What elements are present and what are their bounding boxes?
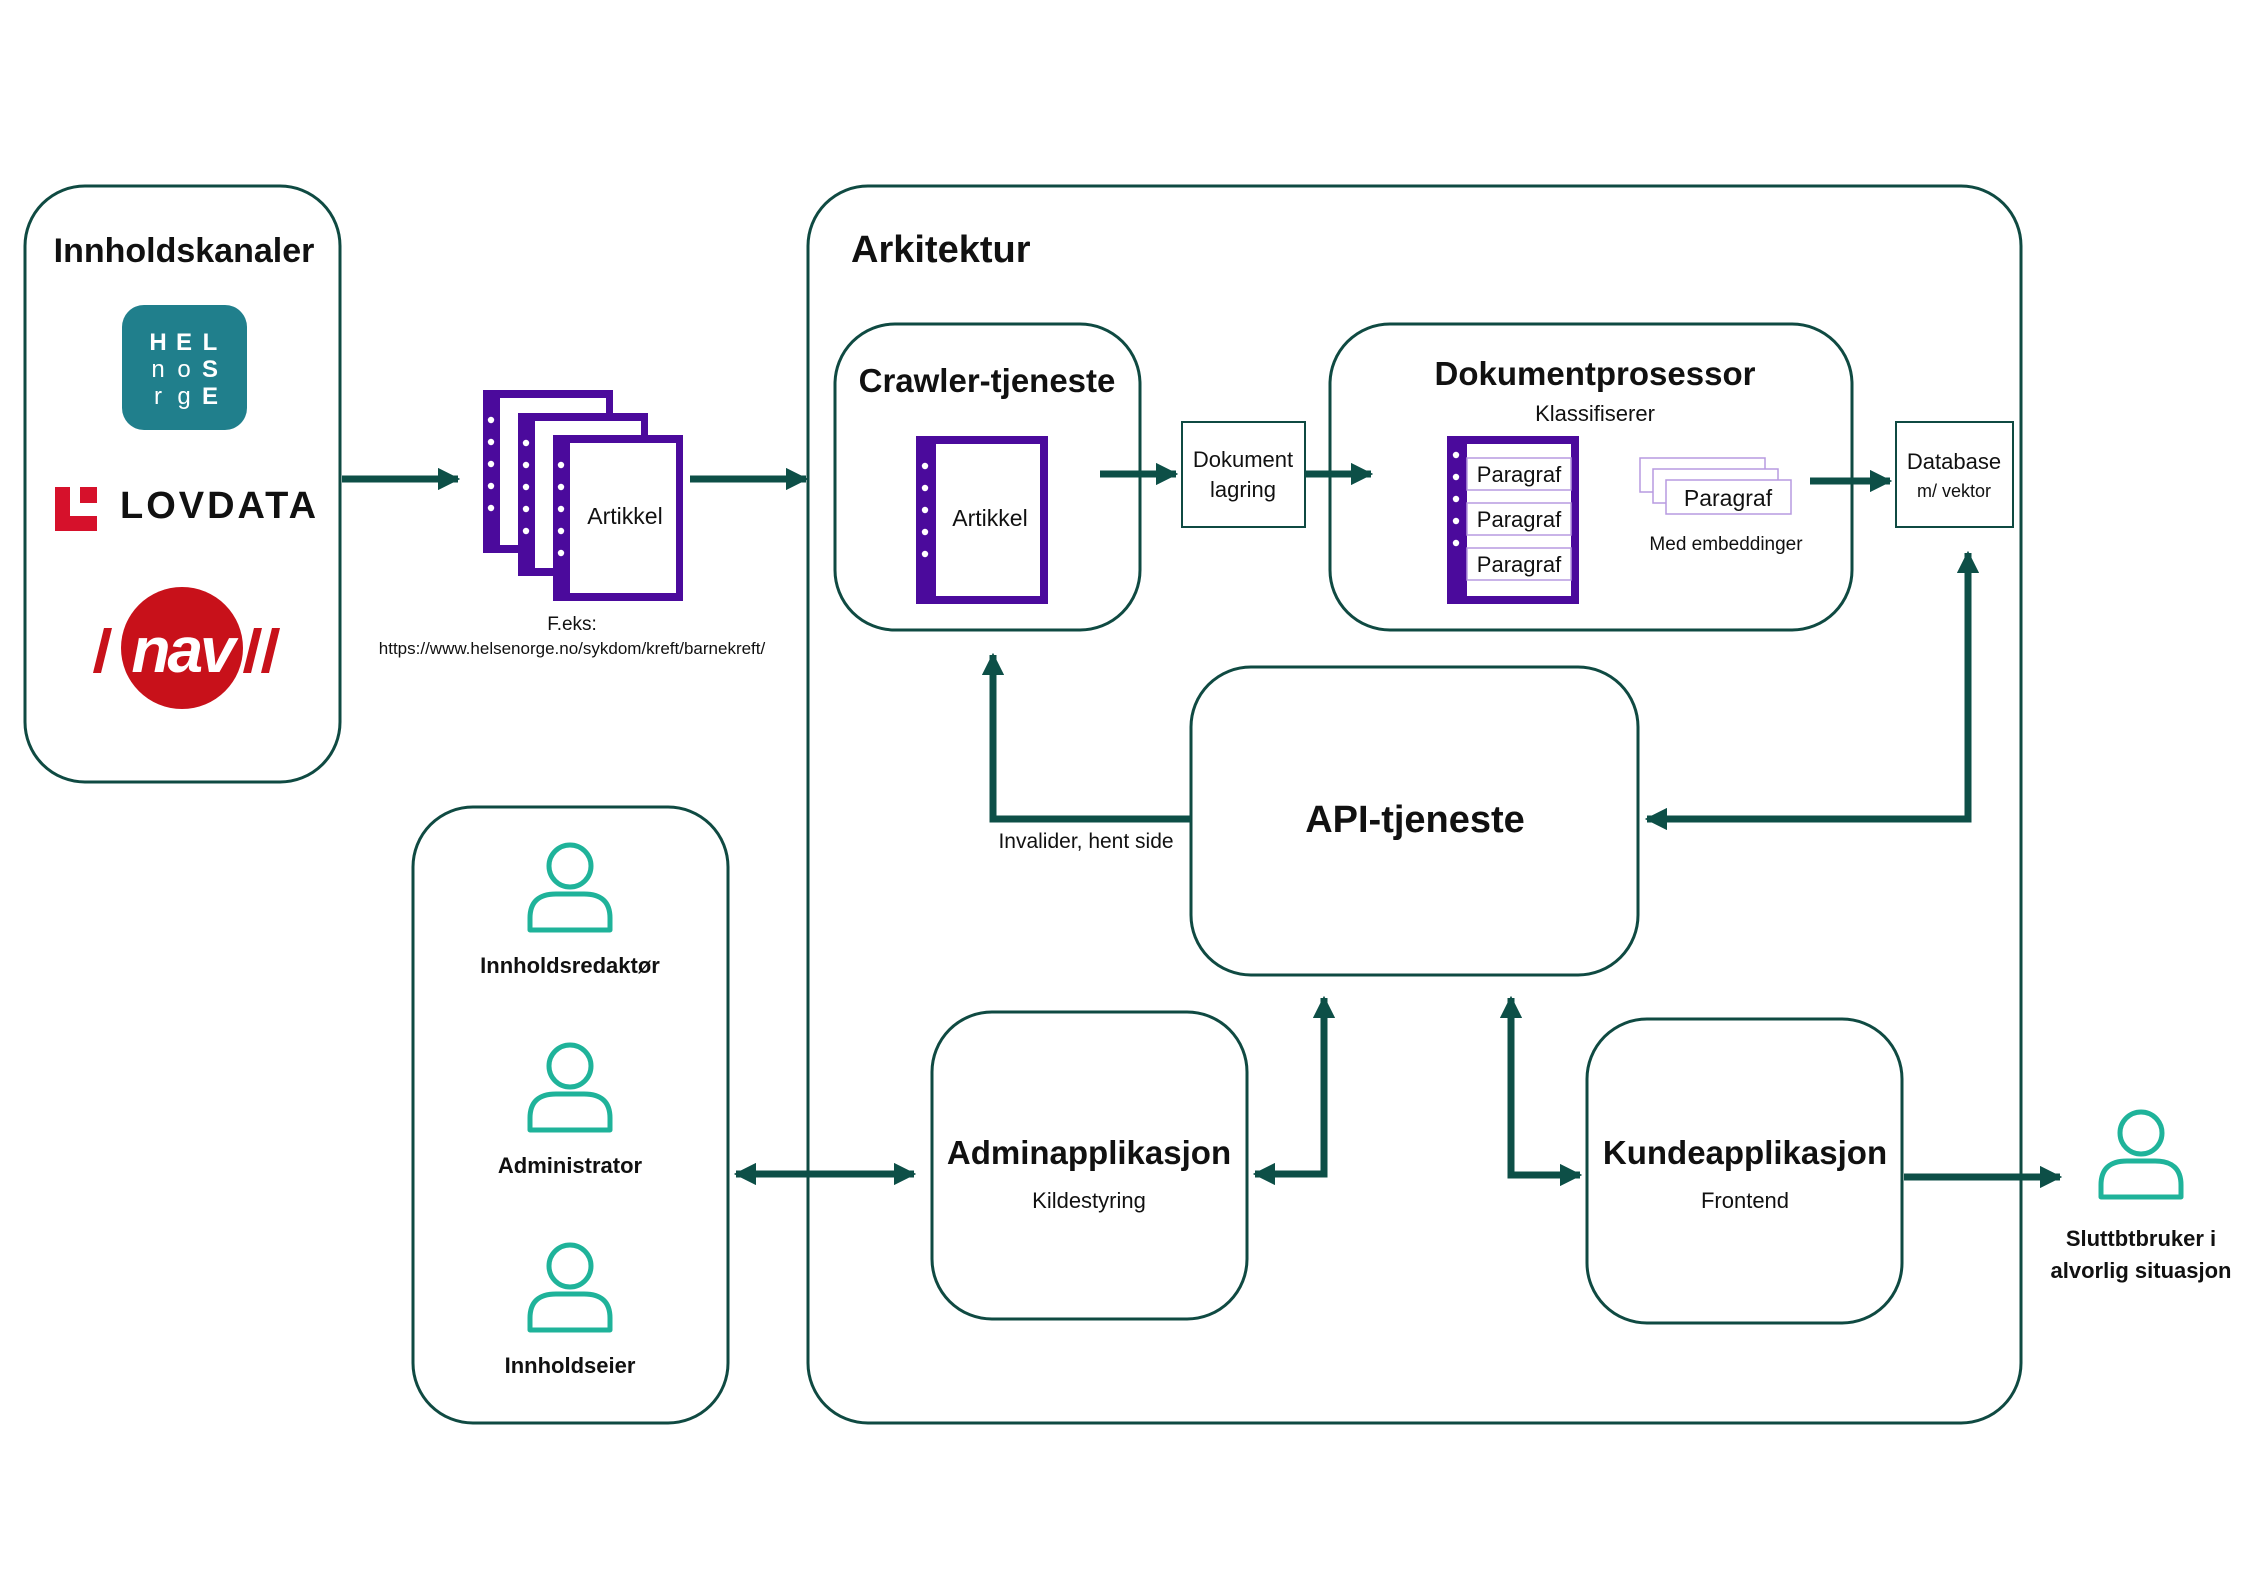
- embedded-paragraph-stack: Paragraf: [1639, 457, 1792, 515]
- processor-subtitle: Klassifiserer: [1535, 401, 1655, 426]
- paragraph-label: Paragraf: [1477, 507, 1562, 532]
- invalidate-label: Invalider, hent side: [998, 830, 1173, 853]
- helsenorge-logo: H E L n o S r g E: [122, 305, 247, 430]
- svg-text:E: E: [176, 329, 192, 356]
- svg-text:n: n: [151, 356, 164, 383]
- svg-text:Database: Database: [1907, 449, 2001, 474]
- svg-text:r: r: [154, 383, 162, 410]
- document-processor: Dokumentprosessor Klassifiserer Paragraf…: [1328, 322, 1854, 632]
- paragraph-label: Paragraf: [1477, 552, 1562, 577]
- svg-text:E: E: [202, 383, 218, 410]
- nav-label: nav: [131, 614, 239, 686]
- svg-text:L: L: [203, 329, 218, 356]
- user-icon: [2101, 1112, 2181, 1197]
- lovdata-logo: LOVDATA: [55, 485, 319, 531]
- customer-app-title: Kundeapplikasjon: [1603, 1134, 1887, 1171]
- channels-title: Innholdskanaler: [54, 232, 315, 270]
- article-stack: Artikkel: [483, 390, 683, 601]
- svg-text:lagring: lagring: [1210, 477, 1276, 502]
- example-url: https://www.helsenorge.no/sykdom/kreft/b…: [379, 639, 766, 658]
- svg-text:o: o: [177, 356, 190, 383]
- customer-app-subtitle: Frontend: [1701, 1188, 1789, 1213]
- arrow-api-to-crawler: [981, 652, 1191, 823]
- svg-text:g: g: [177, 383, 190, 410]
- channels-panel: Innholdskanaler H E L n o S r g E LOVDAT…: [23, 184, 342, 784]
- svg-text:alvorlig situasjon: alvorlig situasjon: [2051, 1258, 2232, 1283]
- svg-text:Dokument: Dokument: [1193, 447, 1293, 472]
- role-label: Innholdsredaktør: [480, 953, 660, 978]
- end-user: Sluttbtbruker i alvorlig situasjon: [2051, 1112, 2232, 1283]
- architecture-title: Arkitektur: [851, 229, 1031, 271]
- embedded-paragraph-label: Paragraf: [1684, 485, 1773, 511]
- role-label: Administrator: [498, 1153, 643, 1178]
- admin-app-subtitle: Kildestyring: [1032, 1188, 1146, 1213]
- article-label: Artikkel: [587, 503, 662, 529]
- crawler-article-doc: Artikkel: [916, 436, 1048, 604]
- lovdata-label: LOVDATA: [120, 485, 319, 527]
- svg-text:m/ vektor: m/ vektor: [1917, 481, 1991, 501]
- arrow-admin-api-bidirectional: [1252, 995, 1336, 1186]
- svg-text:Sluttbtbruker i: Sluttbtbruker i: [2066, 1226, 2216, 1251]
- customer-app: Kundeapplikasjon Frontend: [1585, 1017, 1904, 1325]
- role-label: Innholdseier: [505, 1353, 636, 1378]
- admin-app: Adminapplikasjon Kildestyring: [930, 1010, 1249, 1321]
- crawler-title: Crawler-tjeneste: [859, 362, 1116, 399]
- crawler-article-label: Artikkel: [952, 505, 1027, 531]
- paragraph-doc: Paragraf Paragraf Paragraf: [1447, 436, 1579, 604]
- nav-logo: nav: [93, 587, 280, 709]
- document-storage: Dokument lagring: [1181, 421, 1306, 528]
- database: Database m/ vektor: [1895, 421, 2014, 528]
- api-service: API-tjeneste: [1189, 665, 1640, 977]
- api-title: API-tjeneste: [1305, 799, 1525, 841]
- arrow-api-customer-bidirectional: [1499, 995, 1583, 1187]
- admin-app-title: Adminapplikasjon: [947, 1134, 1231, 1171]
- roles-panel: Innholdsredaktør Administrator Innholdse…: [411, 805, 730, 1425]
- embeddings-caption: Med embeddinger: [1649, 534, 1803, 555]
- arrow-api-database-bidirectional: [1644, 550, 1980, 831]
- svg-text:S: S: [202, 356, 218, 383]
- paragraph-label: Paragraf: [1477, 462, 1562, 487]
- example-prefix: F.eks:: [547, 614, 597, 635]
- svg-text:H: H: [149, 329, 166, 356]
- crawler-service: Crawler-tjeneste Artikkel: [833, 322, 1142, 632]
- processor-title: Dokumentprosessor: [1435, 355, 1756, 392]
- flow-arrows: [733, 462, 2063, 1189]
